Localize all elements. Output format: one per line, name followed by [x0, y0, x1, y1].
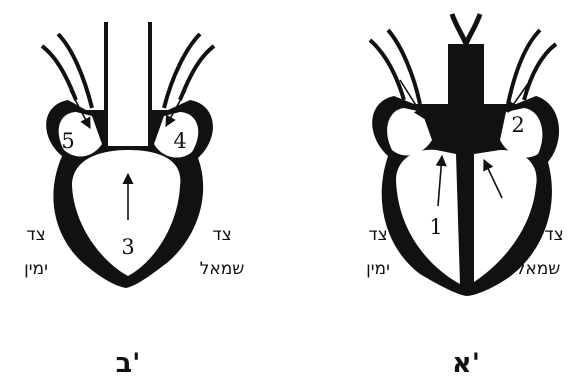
- side-label-right-a-line2: ימין: [366, 259, 390, 279]
- side-label-left-a-line2: שמאל: [516, 259, 561, 279]
- side-label-right-a-line1: צד: [368, 225, 387, 245]
- marker-3: 3: [121, 235, 134, 259]
- marker-1: 1: [429, 215, 442, 239]
- heart-diagram-a: 1 2 צד ימין צד שמאל א': [366, 14, 564, 378]
- heart-b-trunk: [106, 22, 150, 148]
- heart-diagram-b: 5 4 3 צד ימין צד שמאל ב': [24, 22, 244, 378]
- marker-4: 4: [173, 129, 186, 153]
- marker-2: 2: [511, 113, 524, 137]
- side-label-right-b-line2: ימין: [24, 259, 48, 279]
- diagram-a-caption: א': [452, 348, 480, 378]
- heart-a-vessel-right-outer: [524, 44, 556, 100]
- heart-a-vessel-top-right: [466, 14, 480, 44]
- diagram-b-caption: ב': [116, 348, 141, 378]
- side-label-left-b-line1: צד: [212, 225, 231, 245]
- side-label-left-b-line2: שמאל: [200, 259, 245, 279]
- marker-5: 5: [61, 129, 74, 153]
- side-label-right-b-line1: צד: [26, 225, 45, 245]
- heart-a-vessel-top-left: [452, 14, 466, 44]
- side-label-left-a-line1: צד: [544, 225, 563, 245]
